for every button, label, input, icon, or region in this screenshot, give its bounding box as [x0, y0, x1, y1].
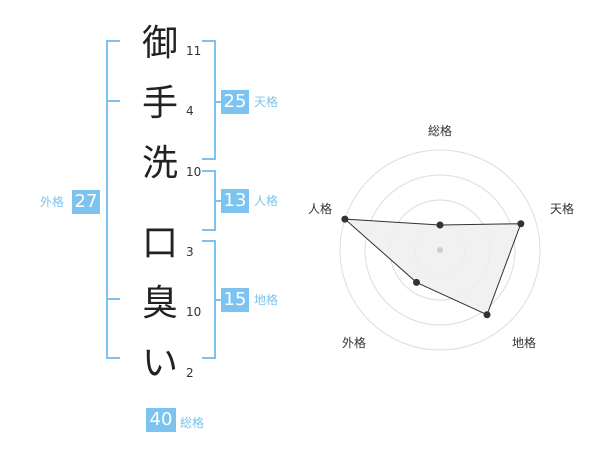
surname-stroke-3: 10	[186, 165, 202, 179]
radar-grid-ring-2	[364, 174, 516, 326]
surname-char-2: 手	[141, 83, 178, 124]
soukaku-label: 総格	[180, 416, 205, 430]
tenkaku-label: 天格	[254, 95, 279, 109]
radar-label-soukaku: 総格	[428, 124, 453, 138]
gaikaku-value: 27	[72, 190, 100, 214]
given-char-3: い	[141, 343, 178, 384]
radar-label-jinkaku: 人格	[308, 202, 333, 216]
given-char-1: 口	[141, 223, 178, 264]
given-stroke-3: 2	[186, 366, 194, 380]
chikaku-bracket-tick	[214, 299, 222, 301]
radar-label-chikaku: 地格	[512, 336, 537, 350]
tenkaku-value: 25	[221, 90, 249, 114]
radar-point-3	[412, 278, 420, 286]
radar-label-tenkaku: 天格	[550, 202, 575, 216]
radar-center-dot	[437, 247, 443, 253]
gaikaku-bracket-mid1	[106, 100, 120, 102]
chikaku-bracket-top	[202, 240, 216, 242]
jinkaku-label: 人格	[254, 194, 279, 208]
tenkaku-bracket-top	[202, 40, 216, 42]
given-stroke-2: 10	[186, 305, 202, 319]
given-stroke-1: 3	[186, 245, 194, 259]
radar-label-gaikaku: 外格	[342, 336, 367, 350]
tenkaku-bracket-bottom	[202, 158, 216, 160]
jinkaku-bracket-bottom	[202, 229, 216, 231]
chikaku-bracket-bottom	[202, 357, 216, 359]
tenkaku-bracket-tick	[214, 101, 222, 103]
radar-point-0	[436, 221, 444, 229]
surname-char-1: 御	[141, 23, 178, 64]
gaikaku-bracket	[106, 40, 108, 359]
surname-stroke-1: 11	[186, 44, 202, 58]
jinkaku-bracket-top	[202, 170, 216, 172]
radar-grid-ring-1	[339, 149, 541, 351]
radar-point-1	[517, 220, 525, 228]
surname-stroke-2: 4	[186, 104, 194, 118]
radar-area	[343, 218, 522, 316]
surname-char-3: 洗	[141, 143, 178, 184]
gaikaku-bracket-top	[106, 40, 120, 42]
chikaku-label: 地格	[254, 293, 279, 307]
tenkaku-bracket	[214, 40, 216, 160]
radar-point-2	[483, 311, 491, 319]
jinkaku-bracket-tick	[214, 200, 222, 202]
gaikaku-label: 外格	[40, 195, 65, 209]
jinkaku-value: 13	[221, 189, 249, 213]
gaikaku-bracket-bottom	[106, 357, 120, 359]
gaikaku-bracket-mid2	[106, 298, 120, 300]
radar-points	[341, 215, 525, 319]
radar-point-4	[341, 215, 349, 223]
given-char-2: 臭	[141, 283, 178, 324]
chikaku-value: 15	[221, 288, 249, 312]
soukaku-value: 40	[146, 408, 176, 432]
